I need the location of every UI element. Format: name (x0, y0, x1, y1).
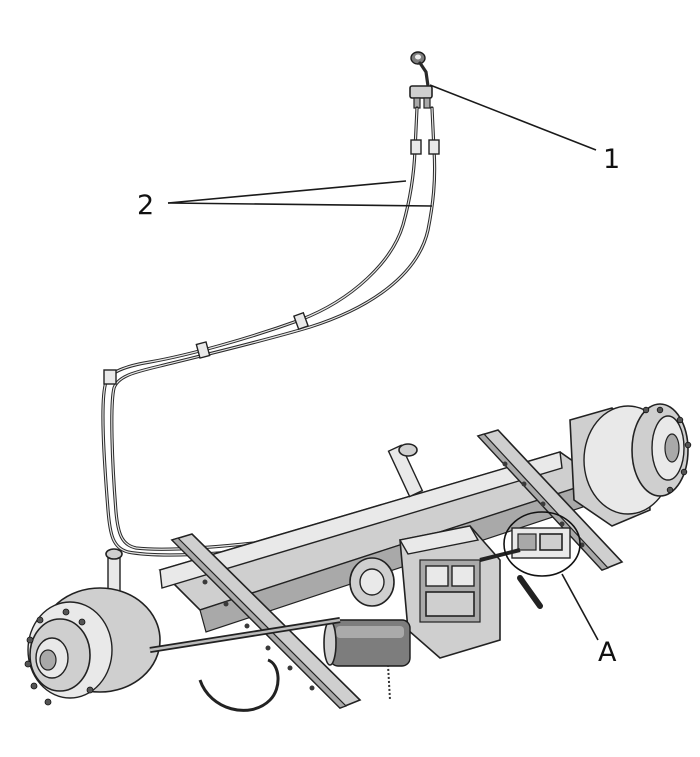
leader-line-1 (429, 84, 597, 151)
right-wheel-hub (569, 403, 692, 527)
gearbox-pump-assembly (149, 525, 501, 712)
leader-line-2a (167, 180, 407, 204)
control-valve (409, 51, 433, 109)
leader-lines (167, 84, 599, 641)
leader-line-a (561, 573, 599, 641)
leader-line-2b (167, 202, 433, 207)
hydraulic-hoses (101, 106, 442, 557)
callout-label-2: 2 (137, 190, 155, 221)
callout-label-1: 1 (603, 144, 621, 175)
callout-label-a: A (598, 637, 617, 668)
detail-a-area (479, 511, 581, 609)
left-wheel-hub (24, 587, 161, 706)
